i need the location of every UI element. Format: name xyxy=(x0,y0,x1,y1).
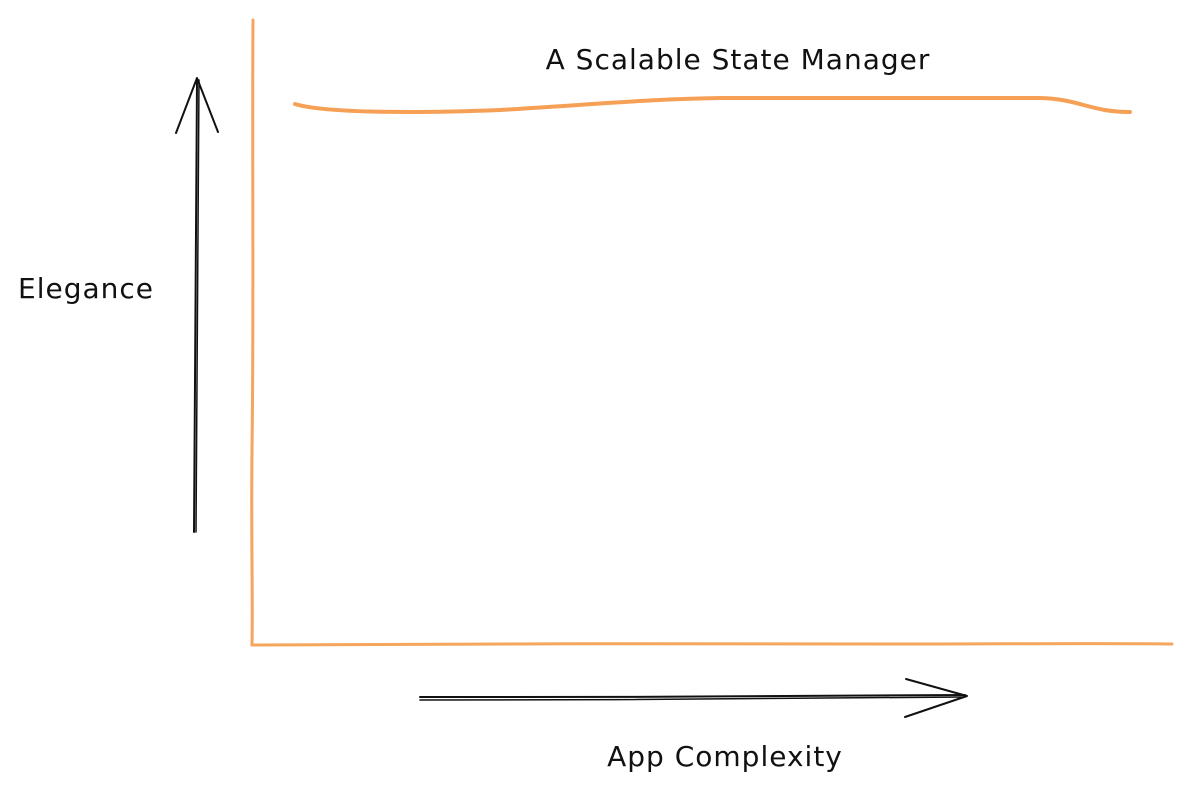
frame-horizontal-line xyxy=(250,642,1174,647)
y-axis-label: Elegance xyxy=(18,272,154,305)
y-axis-arrow xyxy=(175,77,219,533)
diagram-title: A Scalable State Manager xyxy=(546,43,931,76)
x-axis-arrow xyxy=(419,678,968,718)
x-axis-label: App Complexity xyxy=(607,740,843,773)
frame-vertical-line xyxy=(250,18,255,647)
elegance-curve xyxy=(293,95,1132,114)
